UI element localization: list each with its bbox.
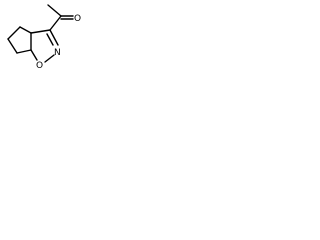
bond-c3a-c3	[30, 29, 51, 34]
bond-o-c6a	[30, 49, 38, 61]
acetyl-group	[47, 4, 74, 31]
isoxazoline-ring	[30, 29, 59, 63]
atom-label-ring-nitrogen: N	[54, 48, 61, 58]
atom-label-ketone-oxygen: O	[74, 14, 81, 24]
cyclopentane-ring	[7, 26, 32, 54]
bond-c3a-c4	[19, 26, 32, 34]
bond-c3-n-double-inner	[46, 33, 54, 46]
bond-c4-c5	[7, 26, 21, 40]
bond-c3-n-double	[49, 29, 59, 46]
molecule-structure: O N O	[7, 4, 81, 71]
bond-c3-carbonyl	[49, 15, 62, 31]
bond-c5-c6	[7, 38, 18, 54]
bond-carbonyl-methyl	[47, 4, 62, 17]
bond-n-o	[44, 54, 55, 63]
atom-label-ring-oxygen: O	[36, 61, 43, 71]
bond-c6-c6a	[16, 49, 32, 54]
